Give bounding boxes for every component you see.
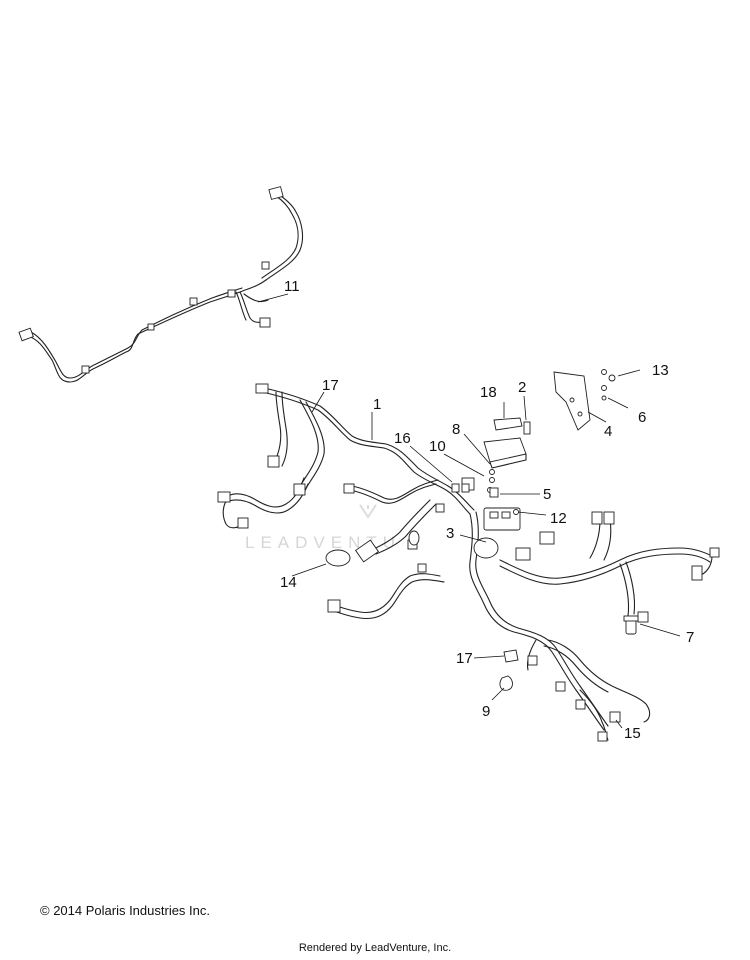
bracket	[553, 371, 591, 431]
connector	[609, 711, 621, 723]
callout-8: 8	[452, 421, 460, 438]
callout-12: 12	[550, 510, 567, 527]
callout-7: 7	[686, 629, 694, 646]
sensor	[623, 615, 639, 635]
callout-14: 14	[280, 574, 297, 591]
callout-15: 15	[624, 725, 641, 742]
copyright-notice: © 2014 Polaris Industries Inc.	[40, 903, 210, 918]
callout-1: 1	[373, 396, 381, 413]
callout-2: 2	[518, 379, 526, 396]
rear-harness	[18, 186, 304, 383]
callouts: 1 2 3 4 5 6 7 8 9 10 11 12 13 14 15 16 1…	[280, 278, 694, 742]
fuse-box	[473, 507, 521, 559]
callout-13: 13	[652, 362, 669, 379]
small-hardware	[451, 469, 519, 515]
callout-5: 5	[543, 486, 551, 503]
clip	[503, 649, 519, 663]
main-harness	[217, 383, 720, 742]
watermark: LEADVENTU	[245, 504, 401, 552]
grommet	[325, 549, 351, 567]
rendered-by-credit: Rendered by LeadVenture, Inc.	[298, 942, 452, 954]
fasteners	[601, 369, 616, 401]
leader-lines	[257, 293, 681, 729]
callout-16: 16	[394, 430, 411, 447]
callout-10: 10	[429, 438, 446, 455]
callout-18: 18	[480, 384, 497, 401]
callout-11: 11	[284, 278, 300, 295]
ring-terminal	[499, 675, 513, 691]
callout-3: 3	[446, 525, 454, 542]
callout-17-lower: 17	[456, 650, 473, 667]
callout-4: 4	[604, 423, 612, 440]
callout-6: 6	[638, 409, 646, 426]
fuse-cover	[483, 417, 527, 469]
callout-17-upper: 17	[322, 377, 339, 394]
watermark-text: LEADVENTU	[245, 533, 401, 552]
fuse-part	[523, 421, 531, 435]
callout-9: 9	[482, 703, 490, 720]
